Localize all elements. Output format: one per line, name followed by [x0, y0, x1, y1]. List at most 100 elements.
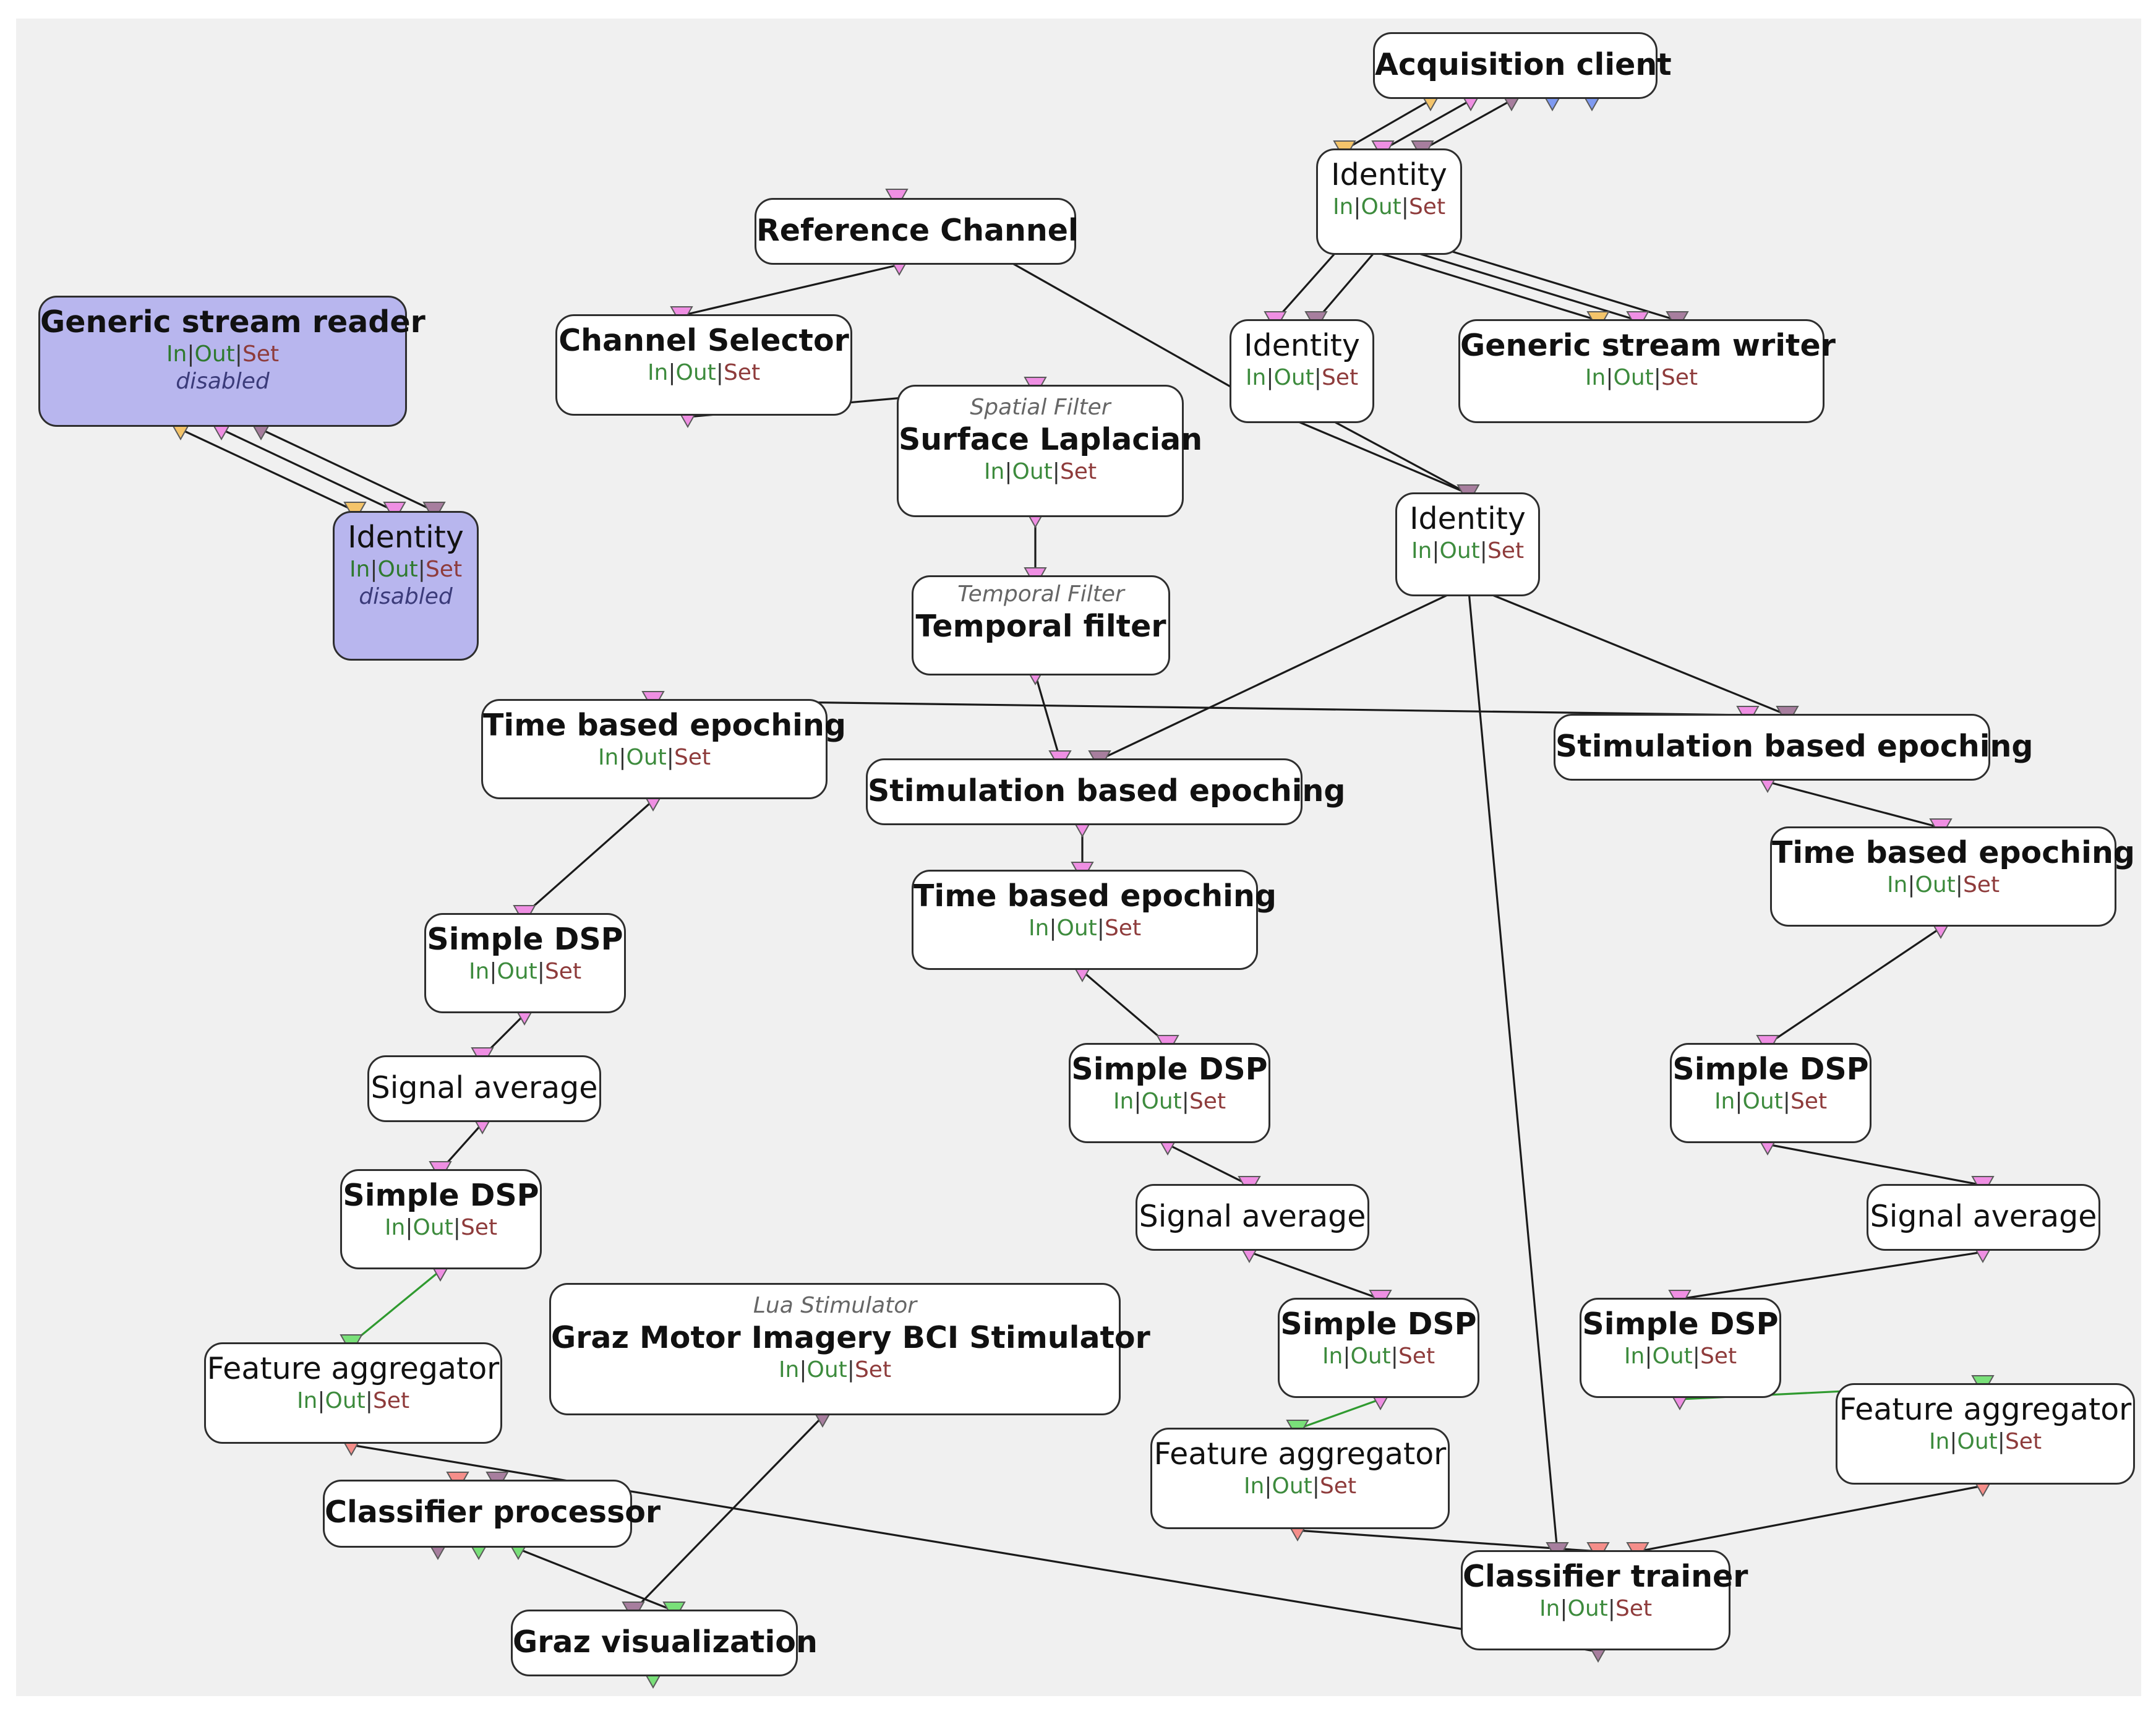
box-title: Reference Channel	[756, 213, 1079, 248]
box-title: Signal average	[370, 1070, 598, 1105]
box-acquisition-client[interactable]: Acquisition client	[1373, 32, 1672, 99]
box-title: Time based epoching	[913, 878, 1277, 914]
io-settings-label: In|Out|Set	[1886, 872, 2000, 898]
connection-wire[interactable]	[1422, 241, 1678, 322]
box-time-epoching-right[interactable]: Time based epoching In|Out|Set	[1770, 826, 2135, 927]
connection-wire[interactable]	[260, 428, 435, 512]
box-signal-average-right[interactable]: Signal average	[1867, 1184, 2100, 1251]
connection-wire[interactable]	[221, 428, 395, 512]
box-title: Acquisition client	[1375, 47, 1672, 82]
box-graz-stimulator[interactable]: Lua Stimulator Graz Motor Imagery BCI St…	[549, 1283, 1150, 1415]
connection-wire[interactable]	[518, 1548, 675, 1612]
box-stimulation-epoching-center[interactable]: Stimulation based epoching	[866, 758, 1346, 825]
box-surface-laplacian[interactable]: Spatial Filter Surface Laplacian In|Out|…	[897, 385, 1203, 517]
io-settings-label: In|Out|Set	[1623, 1344, 1737, 1369]
box-simple-dsp-right-1[interactable]: Simple DSP In|Out|Set	[1670, 1043, 1872, 1143]
box-feature-aggregator-center[interactable]: Feature aggregator In|Out|Set	[1150, 1428, 1450, 1529]
box-title: Classifier processor	[325, 1494, 661, 1530]
connection-wire[interactable]	[1034, 674, 1061, 760]
box-simple-dsp-center-1[interactable]: Simple DSP In|Out|Set	[1069, 1043, 1270, 1143]
io-settings-label: In|Out|Set	[1411, 538, 1525, 564]
connection-wire[interactable]	[1315, 241, 1384, 322]
box-classifier-processor[interactable]: Classifier processor	[323, 1480, 661, 1548]
box-graz-visualization[interactable]: Graz visualization	[511, 1610, 818, 1676]
box-identity-right[interactable]: Identity In|Out|Set	[1395, 492, 1540, 596]
connection-wire[interactable]	[1767, 781, 1941, 829]
connection-wire[interactable]	[1637, 1485, 1983, 1553]
box-simple-dsp-left-2[interactable]: Simple DSP In|Out|Set	[340, 1169, 542, 1269]
box-title: Feature aggregator	[1839, 1392, 2132, 1427]
box-time-epoching-center[interactable]: Time based epoching In|Out|Set	[912, 870, 1277, 970]
connection-wire[interactable]	[1297, 1398, 1381, 1430]
box-simple-dsp-center-2[interactable]: Simple DSP In|Out|Set	[1278, 1298, 1479, 1398]
io-settings-label: In|Out|Set	[597, 745, 711, 770]
box-title: Identity	[1410, 501, 1526, 536]
connection-wire[interactable]	[1344, 241, 1599, 322]
connection-wire[interactable]	[632, 1415, 824, 1612]
box-identity-disabled[interactable]: Identity In|Out|Set disabled	[333, 511, 479, 661]
box-title: Graz Motor Imagery BCI Stimulator	[551, 1320, 1150, 1355]
connection-wire[interactable]	[1422, 99, 1512, 151]
connection-wire[interactable]	[351, 1444, 1599, 1653]
box-title: Simple DSP	[343, 1178, 539, 1213]
connection-wire[interactable]	[652, 699, 1748, 716]
box-title: Simple DSP	[427, 922, 623, 957]
box-simple-dsp-right-2[interactable]: Simple DSP In|Out|Set	[1580, 1298, 1781, 1398]
box-title: Signal average	[1870, 1199, 2097, 1234]
box-identity-top[interactable]: Identity In|Out|Set	[1316, 148, 1462, 255]
connection-wire[interactable]	[1315, 411, 1469, 495]
io-settings-label: In|Out|Set	[1028, 916, 1142, 941]
connection-wire[interactable]	[681, 264, 900, 317]
box-temporal-filter[interactable]: Temporal Filter Temporal filter	[912, 575, 1170, 675]
connection-wire[interactable]	[1081, 970, 1169, 1045]
connection-wire[interactable]	[1767, 1143, 1983, 1186]
box-feature-aggregator-left[interactable]: Feature aggregator In|Out|Set	[204, 1342, 502, 1444]
connection-wire[interactable]	[1382, 99, 1471, 151]
io-settings-label: In|Out|Set	[468, 959, 582, 984]
box-stimulation-epoching-right[interactable]: Stimulation based epoching	[1554, 714, 2034, 781]
connection-wire[interactable]	[180, 428, 356, 512]
box-title: Stimulation based epoching	[868, 773, 1346, 808]
box-feature-aggregator-right[interactable]: Feature aggregator In|Out|Set	[1836, 1383, 2135, 1485]
connection-wire[interactable]	[1167, 1143, 1250, 1186]
box-simple-dsp-left-1[interactable]: Simple DSP In|Out|Set	[424, 913, 626, 1013]
box-identity-mid[interactable]: Identity In|Out|Set	[1230, 319, 1374, 423]
box-signal-average-center[interactable]: Signal average	[1136, 1184, 1369, 1251]
box-title: Simple DSP	[1071, 1052, 1268, 1087]
box-reference-channel[interactable]: Reference Channel	[755, 198, 1079, 265]
io-settings-label: In|Out|Set	[1322, 1344, 1435, 1369]
io-settings-label: In|Out|Set	[384, 1215, 498, 1240]
connection-wire[interactable]	[1249, 1251, 1381, 1300]
connection-wire[interactable]	[1344, 99, 1431, 151]
connection-wire[interactable]	[523, 799, 654, 916]
box-title: Surface Laplacian	[899, 422, 1203, 457]
connection-wire[interactable]	[1099, 584, 1469, 761]
io-settings-label: In|Out|Set	[647, 360, 761, 385]
io-settings-label: In|Out|Set	[1928, 1429, 2042, 1454]
io-settings-label: In|Out|Set	[1332, 194, 1446, 220]
connection-wire[interactable]	[1274, 241, 1346, 322]
scenario-canvas[interactable]: Acquisition client Identity In|Out|Set R…	[16, 19, 2141, 1696]
box-generic-stream-reader[interactable]: Generic stream reader In|Out|Set disable…	[38, 296, 426, 427]
box-title: Generic stream reader	[40, 304, 426, 340]
connection-wire[interactable]	[1275, 411, 1469, 495]
box-channel-selector[interactable]: Channel Selector In|Out|Set	[555, 314, 852, 416]
connection-wire[interactable]	[1297, 1529, 1599, 1553]
box-time-epoching-left[interactable]: Time based epoching In|Out|Set	[481, 699, 846, 799]
io-settings-label: In|Out|Set	[166, 341, 280, 367]
connection-wire[interactable]	[1679, 1251, 1983, 1300]
connection-wire[interactable]	[1767, 927, 1941, 1045]
box-title: Simple DSP	[1672, 1052, 1869, 1087]
box-title: Stimulation based epoching	[1555, 729, 2034, 764]
box-generic-stream-writer[interactable]: Generic stream writer In|Out|Set	[1458, 319, 1836, 423]
io-settings-label: In|Out|Set	[1113, 1089, 1226, 1114]
connection-wire[interactable]	[1467, 585, 1559, 1552]
box-classifier-trainer[interactable]: Classifier trainer In|Out|Set	[1461, 1550, 1748, 1650]
box-title: Identity	[1331, 157, 1447, 192]
box-title: Simple DSP	[1280, 1306, 1477, 1342]
connection-wire[interactable]	[350, 1269, 442, 1345]
connection-wire[interactable]	[1468, 584, 1788, 716]
connection-wire[interactable]	[1382, 241, 1638, 322]
box-signal-average-left[interactable]: Signal average	[367, 1055, 601, 1122]
box-title: Channel Selector	[558, 323, 849, 358]
